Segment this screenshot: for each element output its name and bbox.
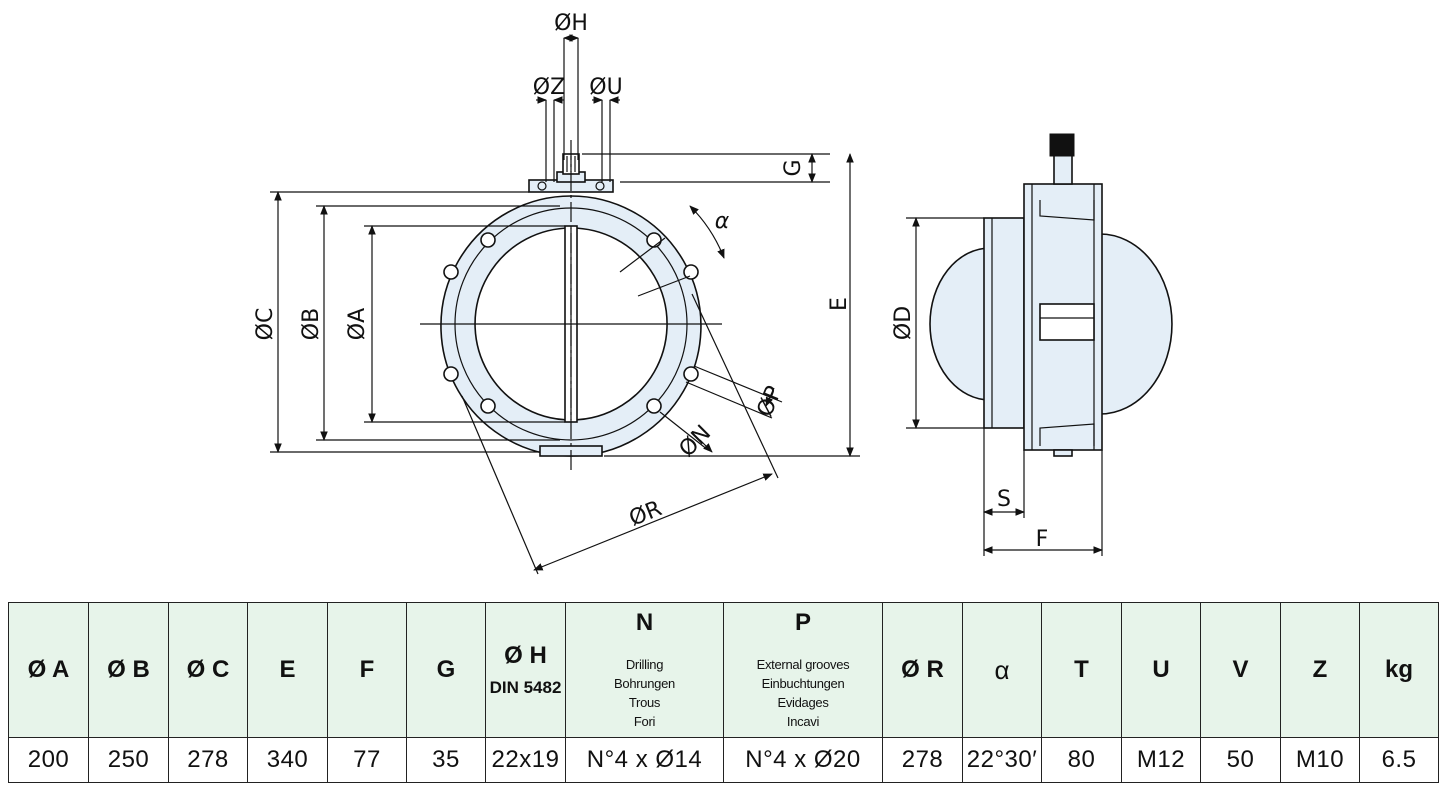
cell-e: 340	[247, 737, 328, 783]
label-e: E	[827, 297, 852, 311]
header-t: T	[1041, 602, 1122, 738]
header-kg: kg	[1359, 602, 1439, 738]
valve-technical-drawing: ØH ØZ ØU G E α ØC ØB	[253, 11, 1173, 575]
label-ou: ØU	[589, 75, 622, 100]
header-h-sub: DIN 5482	[489, 678, 562, 697]
cell-h: 22x19	[485, 737, 566, 783]
cell-alpha: 22°30′	[962, 737, 1042, 783]
label-oa: ØA	[345, 308, 370, 340]
header-p-label: P	[794, 609, 811, 636]
cell-kg: 6.5	[1359, 737, 1439, 783]
header-z: Z	[1280, 602, 1360, 738]
label-od: ØD	[891, 306, 916, 340]
label-ob: ØB	[299, 308, 324, 340]
header-p: P External grooves Einbuchtungen Evidage…	[723, 602, 883, 738]
label-f: F	[1036, 527, 1049, 552]
label-g: G	[781, 159, 806, 176]
table-row: 200 250 278 340 77 35 22x19 N°4 x Ø14 N°…	[8, 737, 1439, 783]
header-a: Ø A	[8, 602, 89, 738]
label-oh: ØH	[554, 11, 588, 36]
label-or: ØR	[626, 496, 666, 531]
header-h: Ø H DIN 5482	[485, 602, 566, 738]
specification-table: Ø A Ø B Ø C E F G Ø H DIN 5482 N Drillin…	[8, 602, 1439, 783]
label-oc: ØC	[253, 308, 278, 341]
header-f: F	[327, 602, 407, 738]
header-e: E	[247, 602, 328, 738]
cell-g: 35	[406, 737, 486, 783]
label-alpha: α	[715, 209, 730, 234]
cell-p: N°4 x Ø20	[723, 737, 883, 783]
header-c: Ø C	[168, 602, 248, 738]
cell-n: N°4 x Ø14	[565, 737, 724, 783]
side-neck	[983, 217, 1025, 429]
side-stem-cap	[1049, 133, 1075, 157]
cell-v: 50	[1200, 737, 1281, 783]
header-u: U	[1121, 602, 1201, 738]
table-header-row: Ø A Ø B Ø C E F G Ø H DIN 5482 N Drillin…	[8, 602, 1439, 738]
label-oz: ØZ	[533, 75, 565, 100]
side-view: ØD S F	[891, 133, 1173, 556]
header-h-label: Ø H	[504, 642, 547, 669]
header-n-label: N	[635, 609, 654, 636]
cell-c: 278	[168, 737, 248, 783]
header-v: V	[1200, 602, 1281, 738]
header-alpha: α	[962, 602, 1042, 738]
cell-z: M10	[1280, 737, 1360, 783]
cell-r: 278	[882, 737, 963, 783]
label-s: S	[997, 487, 1011, 512]
cell-b: 250	[88, 737, 169, 783]
header-g: G	[406, 602, 486, 738]
front-view: ØH ØZ ØU G E α ØC ØB	[253, 11, 860, 575]
header-n: N Drilling Bohrungen Trous Fori	[565, 602, 724, 738]
cell-f: 77	[327, 737, 407, 783]
label-op: ØP	[753, 383, 788, 421]
header-b: Ø B	[88, 602, 169, 738]
header-r: Ø R	[882, 602, 963, 738]
cell-u: M12	[1121, 737, 1201, 783]
cell-t: 80	[1041, 737, 1122, 783]
cell-a: 200	[8, 737, 89, 783]
